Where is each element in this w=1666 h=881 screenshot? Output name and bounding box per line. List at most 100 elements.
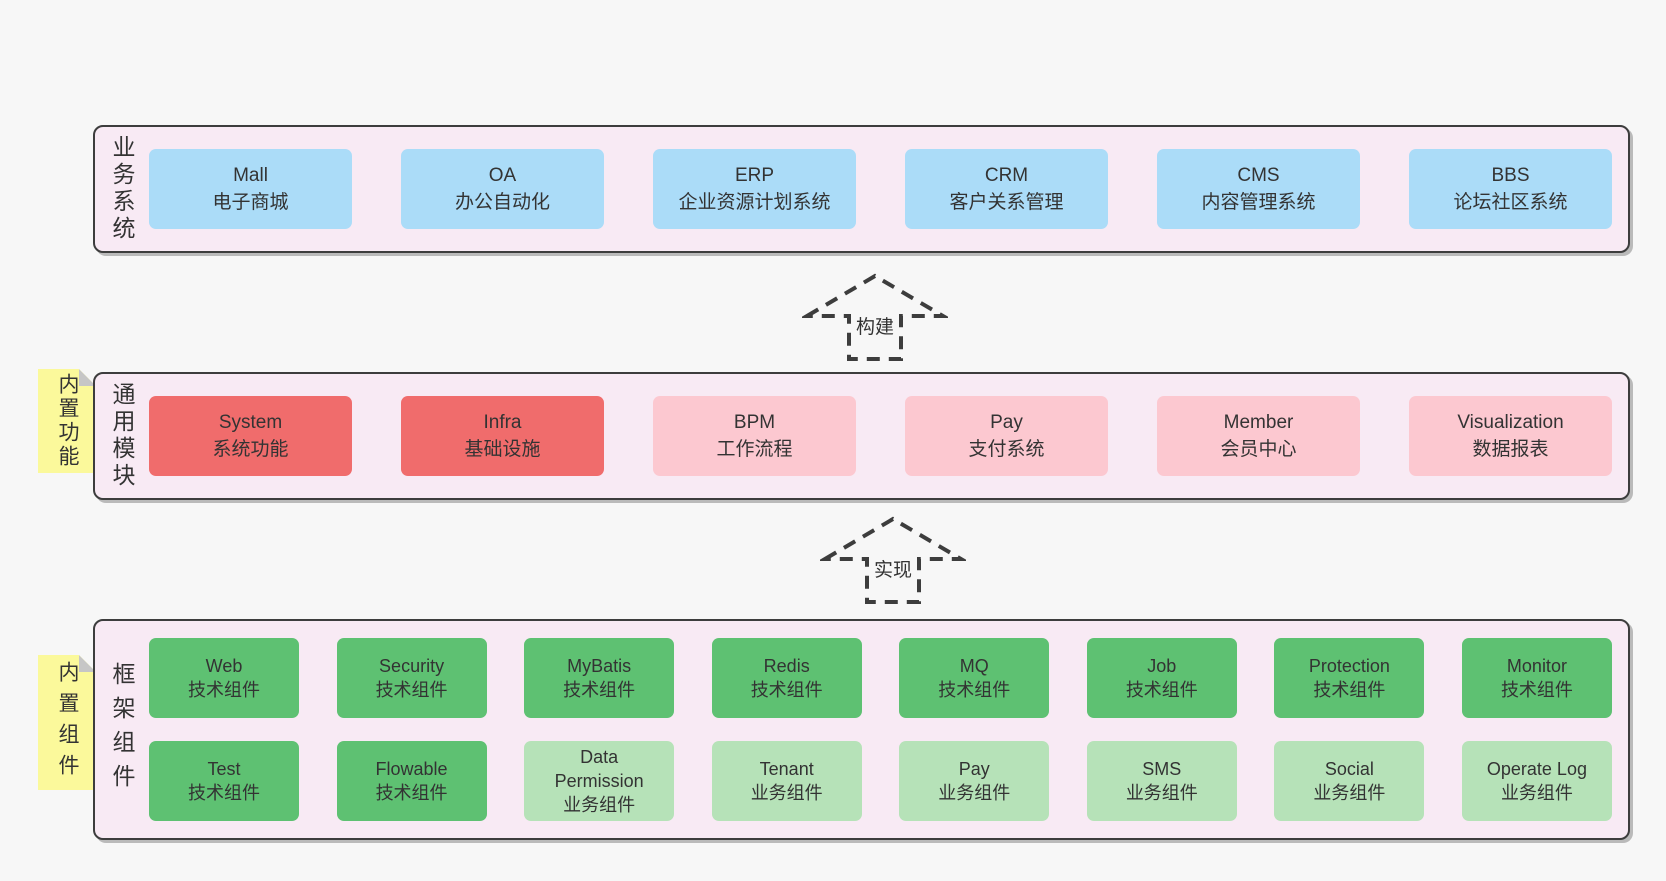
box-name: BBS — [1491, 165, 1530, 186]
box-name: System — [218, 412, 283, 433]
box-desc: 业务组件 — [750, 783, 823, 803]
box-desc: 电子商城 — [212, 192, 289, 213]
box-desc: 会员中心 — [1220, 439, 1297, 460]
box-name: Member — [1223, 412, 1294, 433]
box-web: Web 技术组件 — [149, 638, 299, 718]
box-name: Redis — [763, 656, 810, 676]
box-desc: 技术组件 — [563, 680, 636, 700]
framework-row-1: Web 技术组件 Security 技术组件 MyBatis 技术组件 Redi… — [149, 638, 1612, 718]
box-desc: 技术组件 — [188, 783, 260, 803]
implement-arrow-label: 实现 — [869, 554, 917, 583]
box-name: Test — [207, 759, 241, 779]
box-desc: 内容管理系统 — [1201, 192, 1316, 213]
panel-common-modules: 通用模块 System 系统功能 Infra 基础设施 BPM 工作流程 Pay… — [93, 372, 1630, 500]
box-data-permission: Data Permission 业务组件 — [524, 741, 675, 821]
box-name: Job — [1147, 656, 1177, 676]
box-pay-component: Pay 业务组件 — [899, 741, 1050, 821]
box-name: Pay — [958, 759, 990, 779]
box-desc: 数据报表 — [1472, 439, 1549, 460]
box-name: Data Permission — [554, 747, 644, 791]
build-arrow-icon: 构建 — [802, 271, 948, 363]
business-systems-row: Mall 电子商城 OA 办公自动化 ERP 企业资源计划系统 CRM 客户关系… — [149, 127, 1628, 251]
sticky-note-label: 内置功能 — [56, 373, 79, 469]
box-name: ERP — [734, 165, 775, 186]
box-name: OA — [488, 165, 517, 186]
box-social: Social 业务组件 — [1274, 741, 1425, 821]
box-erp: ERP 企业资源计划系统 — [653, 149, 856, 229]
box-desc: 技术组件 — [375, 680, 448, 700]
panel-side-label: 业务系统 — [109, 135, 135, 243]
box-name: SMS — [1142, 759, 1182, 779]
box-cms: CMS 内容管理系统 — [1157, 149, 1360, 229]
panel-framework-components: 框架组件 Web 技术组件 Security 技术组件 MyBatis 技术组件… — [93, 619, 1630, 840]
box-desc: 技术组件 — [938, 680, 1011, 700]
box-name: MQ — [959, 656, 989, 676]
box-desc: 技术组件 — [750, 680, 823, 700]
box-name: BPM — [733, 412, 776, 433]
box-desc: 业务组件 — [1313, 783, 1386, 803]
box-visualization: Visualization 数据报表 — [1409, 396, 1612, 476]
box-mybatis: MyBatis 技术组件 — [524, 638, 675, 718]
panel-side-label: 框架组件 — [109, 661, 135, 798]
sticky-note-built-in-functions: 内置功能 — [38, 369, 96, 473]
box-desc: 系统功能 — [212, 439, 289, 460]
box-name: Monitor — [1506, 656, 1567, 676]
box-name: Social — [1324, 759, 1374, 779]
box-name: MyBatis — [567, 656, 632, 676]
box-name: Tenant — [759, 759, 814, 779]
box-desc: 企业资源计划系统 — [678, 192, 831, 213]
box-desc: 支付系统 — [968, 439, 1045, 460]
box-mall: Mall 电子商城 — [149, 149, 352, 229]
box-desc: 技术组件 — [375, 783, 448, 803]
box-desc: 工作流程 — [716, 439, 793, 460]
box-desc: 业务组件 — [1500, 783, 1573, 803]
box-test: Test 技术组件 — [149, 741, 299, 821]
box-name: Protection — [1308, 656, 1390, 676]
box-member: Member 会员中心 — [1157, 396, 1360, 476]
build-arrow-label: 构建 — [851, 311, 899, 340]
box-name: Flowable — [375, 759, 448, 779]
box-name: Infra — [483, 412, 522, 433]
box-desc: 业务组件 — [1125, 783, 1198, 803]
box-monitor: Monitor 技术组件 — [1461, 638, 1612, 718]
box-bbs: BBS 论坛社区系统 — [1409, 149, 1612, 229]
box-crm: CRM 客户关系管理 — [905, 149, 1108, 229]
box-desc: 基础设施 — [464, 439, 541, 460]
box-name: Web — [205, 656, 243, 676]
box-tenant: Tenant 业务组件 — [711, 741, 862, 821]
box-infra: Infra 基础设施 — [401, 396, 604, 476]
box-job: Job 技术组件 — [1086, 638, 1237, 718]
box-desc: 技术组件 — [188, 680, 260, 700]
box-name: Mall — [233, 165, 268, 186]
box-name: Pay — [990, 412, 1023, 433]
box-desc: 论坛社区系统 — [1453, 192, 1568, 213]
box-desc: 技术组件 — [1313, 680, 1386, 700]
box-desc: 办公自动化 — [454, 192, 550, 213]
box-pay-system: Pay 支付系统 — [905, 396, 1108, 476]
framework-components-rows: Web 技术组件 Security 技术组件 MyBatis 技术组件 Redi… — [149, 621, 1628, 838]
box-oa: OA 办公自动化 — [401, 149, 604, 229]
box-desc: 技术组件 — [1500, 680, 1573, 700]
box-name: Visualization — [1457, 412, 1564, 433]
box-name: Operate Log — [1486, 759, 1587, 779]
box-name: CMS — [1237, 165, 1280, 186]
box-bpm: BPM 工作流程 — [653, 396, 856, 476]
box-desc: 业务组件 — [938, 783, 1011, 803]
box-operate-log: Operate Log 业务组件 — [1461, 741, 1612, 821]
panel-business-systems: 业务系统 Mall 电子商城 OA 办公自动化 ERP 企业资源计划系统 CRM… — [93, 125, 1630, 253]
common-modules-row: System 系统功能 Infra 基础设施 BPM 工作流程 Pay 支付系统… — [149, 374, 1628, 498]
box-desc: 业务组件 — [563, 795, 636, 815]
box-sms: SMS 业务组件 — [1086, 741, 1237, 821]
box-mq: MQ 技术组件 — [899, 638, 1050, 718]
box-desc: 客户关系管理 — [949, 192, 1064, 213]
implement-arrow-icon: 实现 — [820, 514, 966, 606]
box-protection: Protection 技术组件 — [1274, 638, 1425, 718]
box-name: Security — [379, 656, 445, 676]
box-desc: 技术组件 — [1125, 680, 1198, 700]
panel-side-label: 通用模块 — [109, 382, 135, 490]
box-security: Security 技术组件 — [336, 638, 487, 718]
sticky-note-built-in-components: 内置组件 — [38, 655, 96, 790]
sticky-note-label: 内置组件 — [56, 660, 79, 785]
box-name: CRM — [984, 165, 1029, 186]
